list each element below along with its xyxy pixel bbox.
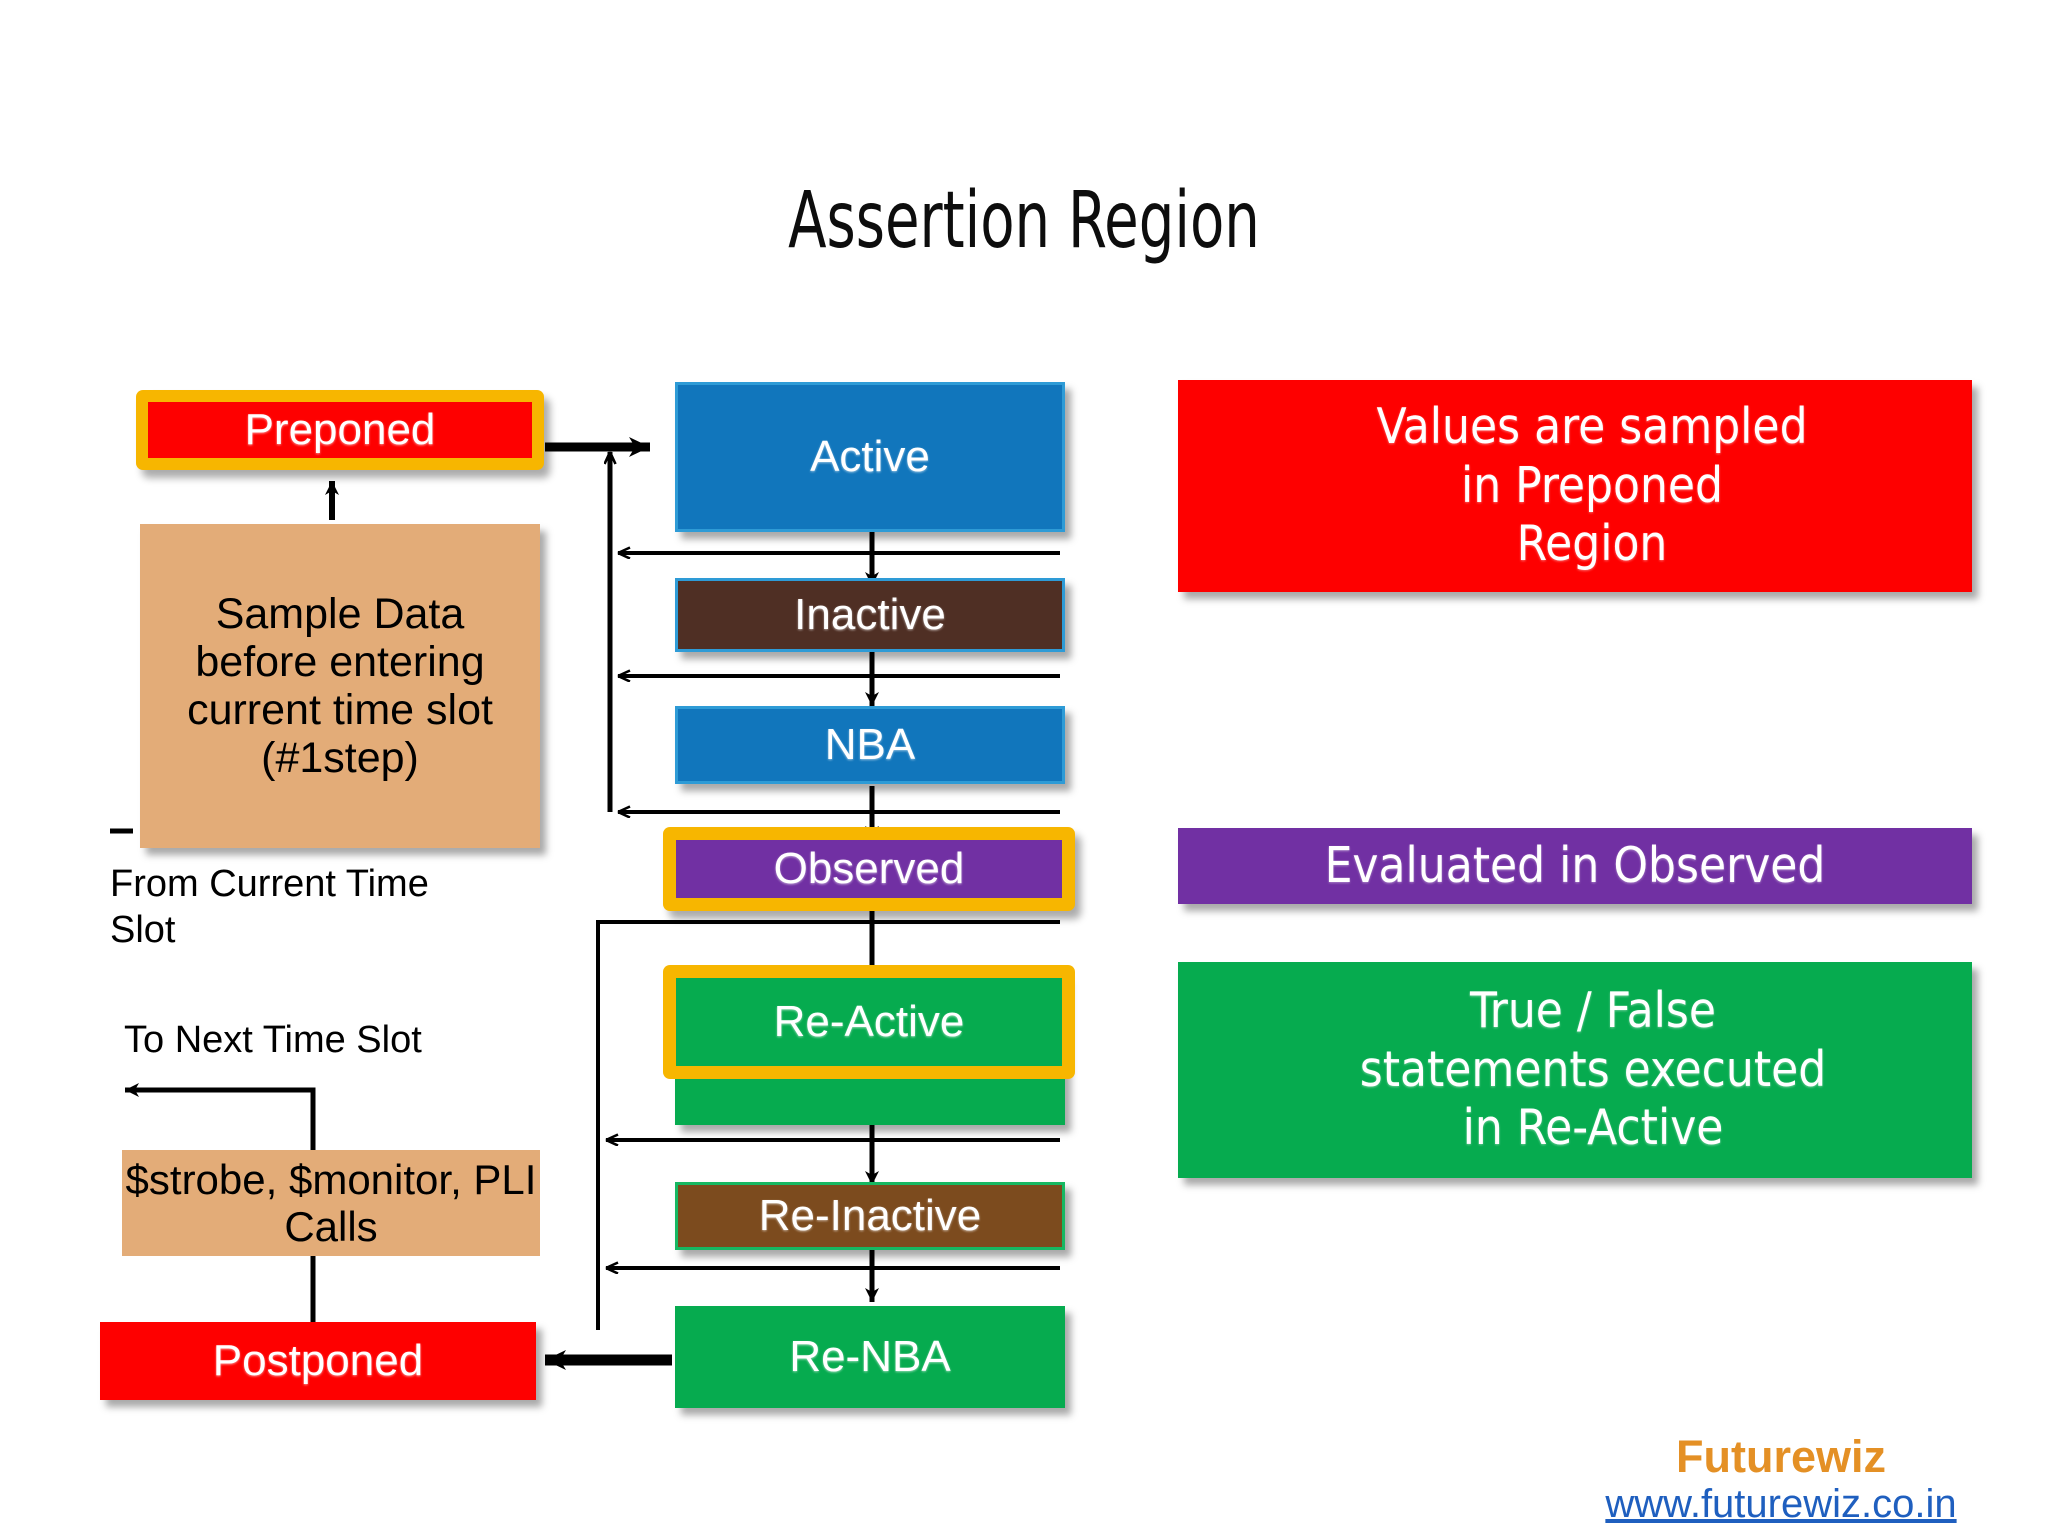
page-title: Assertion Region [788,176,1260,266]
stage-nba[interactable]: NBA [675,706,1065,784]
stage-inactive[interactable]: Inactive [675,578,1065,652]
callout-reactive-line-1: True / False [1470,981,1716,1039]
stage-active[interactable]: Active [675,382,1065,532]
stage-preponed[interactable]: Preponed [148,402,532,458]
callout-observed: Evaluated in Observed [1178,828,1972,904]
callout-reactive-line-3: in Re-Active [1462,1099,1724,1157]
stage-re-inactive[interactable]: Re-Inactive [675,1182,1065,1250]
stage-re-nba[interactable]: Re-NBA [675,1306,1065,1408]
stage-observed-highlight: Observed [663,827,1075,911]
callout-observed-line-1: Evaluated in Observed [1324,836,1826,894]
callout-preponed-line-3: Region [1516,515,1668,573]
callout-observed-lines: Evaluated in Observed [1325,837,1826,896]
stage-preponed-highlight: Preponed [136,390,544,470]
stage-re-active-highlight: Re-Active [663,965,1075,1079]
callout-preponed: Values are sampled in Preponed Region [1178,380,1972,592]
stage-postponed[interactable]: Postponed [100,1322,536,1400]
stage-re-active[interactable]: Re-Active [676,978,1062,1066]
label-from-current-time-slot-text: From Current Time Slot [110,863,429,951]
brand-url[interactable]: www.futurewiz.co.in [1605,1482,1957,1526]
label-to-next-time-slot: To Next Time Slot [124,1018,424,1064]
stage-observed[interactable]: Observed [676,840,1062,898]
label-to-next-time-slot-text: To Next Time Slot [124,1019,422,1061]
label-from-current-time-slot: From Current Time Slot [110,862,470,953]
brand-name: Futurewiz [1676,1431,1886,1482]
callout-reactive-lines: True / False statements executed in Re-A… [1324,982,1826,1158]
brand-block: Futurewiz www.futurewiz.co.in [1566,1434,1996,1525]
note-sample-data: Sample Data before entering current time… [140,524,540,848]
callout-preponed-line-2: in Preponed [1460,456,1724,514]
callout-preponed-line-1: Values are sampled [1376,397,1808,455]
callout-preponed-lines: Values are sampled in Preponed Region [1342,398,1807,574]
callout-reactive: True / False statements executed in Re-A… [1178,962,1972,1178]
arrow-strobe-to-next-timeslot [125,1083,316,1150]
callout-reactive-line-2: statements executed [1359,1040,1827,1098]
note-strobe-monitor-pli: $strobe, $monitor, PLI Calls [122,1150,540,1256]
